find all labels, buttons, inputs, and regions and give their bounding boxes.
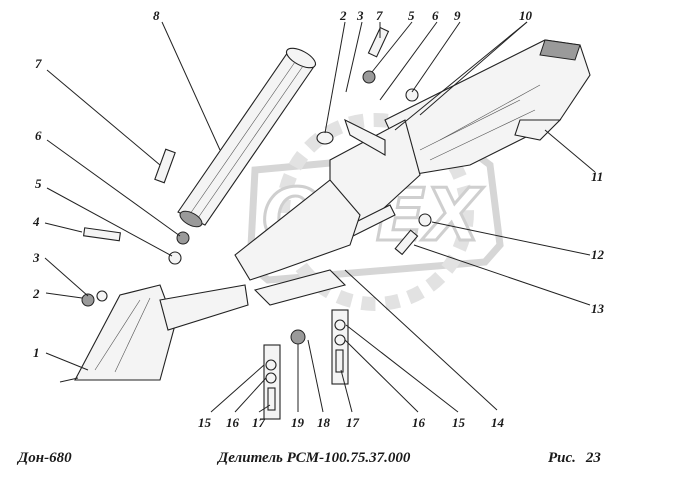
callout-16-left: 16 — [226, 415, 240, 430]
callout-16-right: 16 — [412, 415, 426, 430]
callout-2-top: 2 — [339, 8, 347, 23]
callout-labels: 1 2 3 4 5 6 7 8 2 3 7 5 6 9 10 11 12 13 … — [32, 8, 605, 430]
callout-6: 6 — [35, 128, 42, 143]
roller-8 — [177, 47, 317, 228]
callout-13: 13 — [591, 301, 605, 316]
callout-2: 2 — [32, 286, 40, 301]
machine-model: Дон-680 — [18, 450, 72, 466]
figure-number: 23 — [585, 450, 601, 466]
figure-label: Рис. — [548, 450, 576, 466]
callout-14: 14 — [491, 415, 505, 430]
callout-17-left: 17 — [252, 415, 266, 430]
callout-15-left: 15 — [198, 415, 212, 430]
divider-frame — [319, 39, 591, 251]
callout-1: 1 — [33, 345, 40, 360]
callout-17-right: 17 — [346, 415, 360, 430]
callout-9: 9 — [454, 8, 461, 23]
callout-7: 7 — [35, 56, 42, 71]
callout-5: 5 — [35, 176, 42, 191]
callout-3: 3 — [32, 250, 40, 265]
bracket-arm — [234, 179, 361, 306]
callout-19: 19 — [291, 415, 305, 430]
leader-lines — [44, 21, 596, 413]
callout-10: 10 — [519, 8, 533, 23]
cone-divider-1 — [59, 284, 249, 383]
callout-6-top: 6 — [432, 8, 439, 23]
callout-11: 11 — [591, 169, 603, 184]
figure-caption: Рис. 23 — [548, 450, 601, 467]
callout-15-right: 15 — [452, 415, 466, 430]
callout-18: 18 — [317, 415, 331, 430]
diagram-title: Делитель РСМ-100.75.37.000 — [218, 450, 411, 466]
hardware-items — [81, 26, 432, 420]
callout-4: 4 — [32, 214, 40, 229]
callout-12: 12 — [591, 247, 605, 262]
callout-8: 8 — [153, 8, 160, 23]
callout-5-top: 5 — [408, 8, 415, 23]
callout-3-top: 3 — [356, 8, 364, 23]
callout-7-top: 7 — [376, 8, 383, 23]
